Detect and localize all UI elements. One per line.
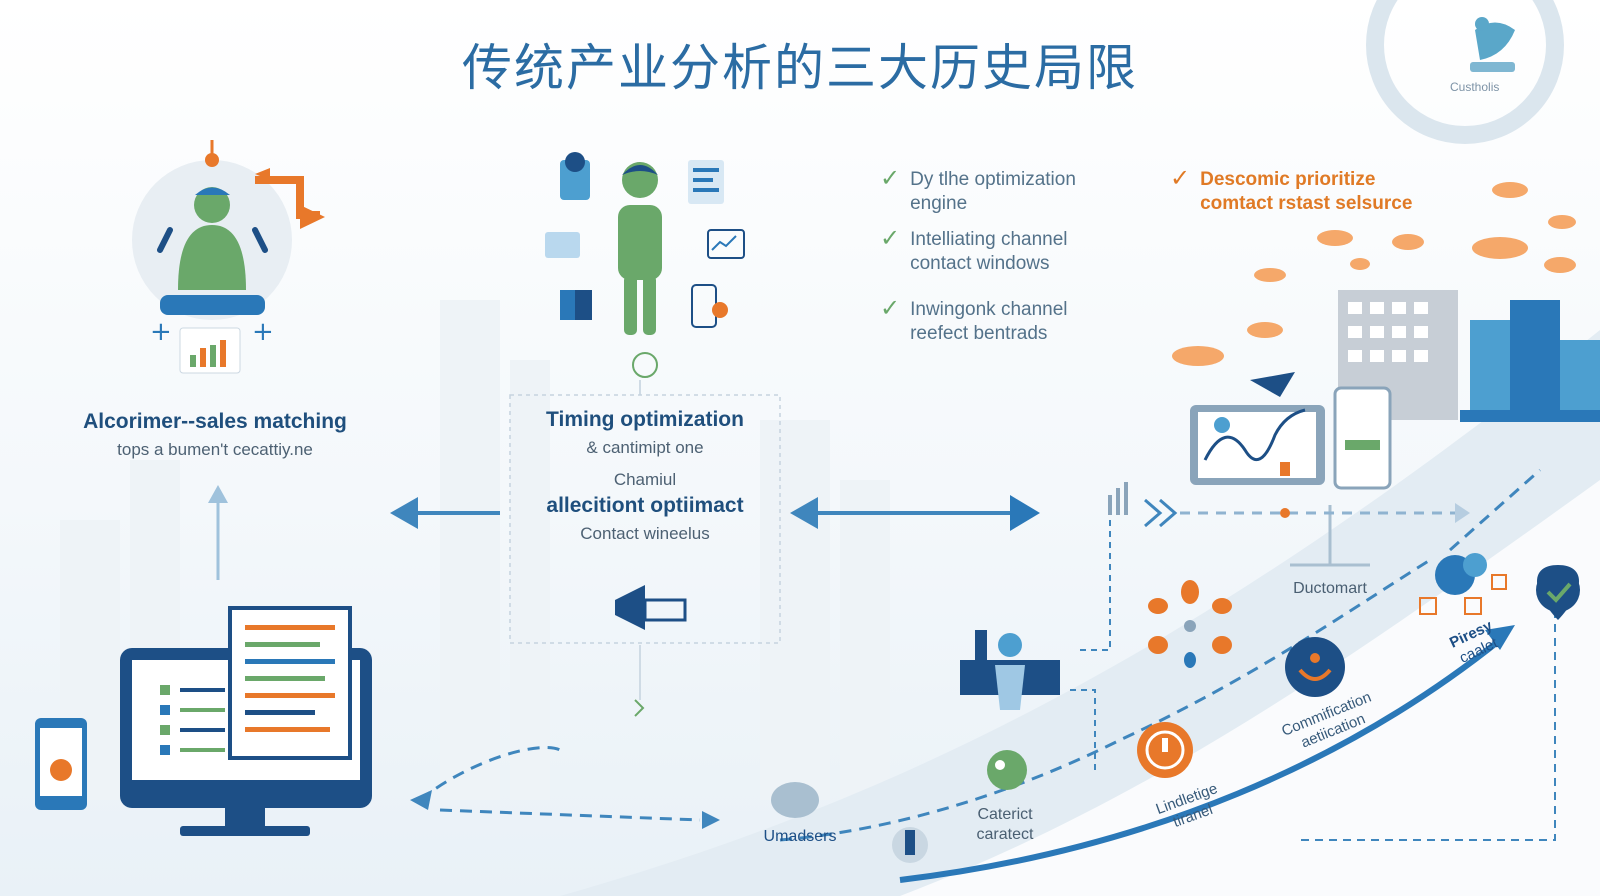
- person-figure-icon: [892, 827, 928, 863]
- check-line: Dy tlhe optimization: [910, 169, 1076, 190]
- checklist-right: ✓ Descomic prioritize comtact rstast sels…: [1170, 165, 1470, 216]
- checklist-left: ✓ Dy tlhe optimization engine ✓ Intelliat…: [880, 165, 1160, 346]
- check-icon: ✓: [880, 295, 901, 322]
- label-caterict: Caterict caratect: [945, 805, 1065, 845]
- checklist-item: ✓ Dy tlhe optimization engine: [880, 165, 1160, 216]
- left-card-title: Alcorimer--sales matching: [83, 410, 347, 433]
- check-line: contact windows: [910, 253, 1050, 274]
- right-dashed-flow: [1070, 482, 1556, 841]
- checklist-item: ✓ Intelliating channel contact windows: [880, 225, 1160, 276]
- megaphone-icon: [615, 585, 687, 717]
- arrow-up-connector: [208, 485, 228, 580]
- arrow-left-connector: [390, 497, 500, 529]
- factory-worker-icon: [960, 630, 1060, 710]
- growth-curve: [899, 637, 1502, 883]
- logo-text: Custholis: [1450, 80, 1500, 94]
- monitor-dashboard-icon: [35, 606, 372, 836]
- caterict-icon: [987, 750, 1027, 790]
- left-card-subtitle: tops a bumen't cecattiy.ne: [117, 440, 313, 459]
- umadsers-icon: [771, 782, 819, 818]
- left-card: Alcorimer--sales matching tops a bumen't…: [40, 410, 390, 460]
- center-card-line4: allecitiont optiimact: [546, 494, 744, 517]
- location-pin-icon: [1536, 565, 1580, 620]
- check-icon: ✓: [1170, 165, 1191, 192]
- customer-person-icon: [545, 152, 745, 395]
- center-card: Timing optimization & cantimipt one Cham…: [515, 408, 775, 544]
- center-card-line5: Contact wineelus: [580, 524, 710, 543]
- label-ductomart: Ductomart: [1293, 580, 1367, 597]
- center-card-line2: & cantimipt one: [586, 438, 704, 457]
- checklist-item: ✓ Descomic prioritize comtact rstast sels…: [1170, 165, 1470, 216]
- check-line: reefect bentrads: [910, 323, 1048, 344]
- arrow-bidirectional-connector: [790, 495, 1040, 531]
- alert-badge-icon: [1137, 722, 1193, 778]
- cloud-gears-icon: [1419, 553, 1507, 615]
- svg-text:+: +: [252, 317, 274, 347]
- center-dashed-frame: [509, 394, 781, 644]
- check-line: Intelliating channel: [910, 229, 1068, 250]
- analytics-board-icon: [1190, 372, 1392, 567]
- clouds-decoration: [1172, 182, 1576, 366]
- label-caterict-line2: caratect: [976, 826, 1034, 843]
- bottom-dashed-flow: [419, 468, 1541, 842]
- check-line: comtact rstast selsurce: [1200, 193, 1413, 214]
- check-line: engine: [910, 193, 968, 214]
- channel-hub-icon: [1148, 580, 1232, 668]
- commification-badge-icon: [1285, 637, 1345, 697]
- center-card-line3: Chamiul: [613, 470, 677, 489]
- ring-decoration: [1366, 0, 1564, 144]
- bird-logo-icon: [1470, 17, 1515, 72]
- label-umadsers: Umadsers: [763, 828, 837, 845]
- analyst-person-icon: + +: [132, 140, 325, 374]
- check-icon: ✓: [880, 225, 901, 252]
- center-card-title: Timing optimization: [546, 408, 744, 431]
- city-buildings-icon: [1338, 290, 1600, 422]
- check-icon: ✓: [880, 165, 901, 192]
- svg-text:+: +: [150, 317, 172, 347]
- page-title: 传统产业分析的三大历史局限: [462, 39, 1138, 97]
- check-line: Inwingonk channel: [910, 299, 1068, 320]
- label-caterict-line1: Caterict: [977, 806, 1033, 823]
- checklist-item: ✓ Inwingonk channel reefect bentrads: [880, 295, 1160, 346]
- check-line: Descomic prioritize: [1200, 169, 1376, 190]
